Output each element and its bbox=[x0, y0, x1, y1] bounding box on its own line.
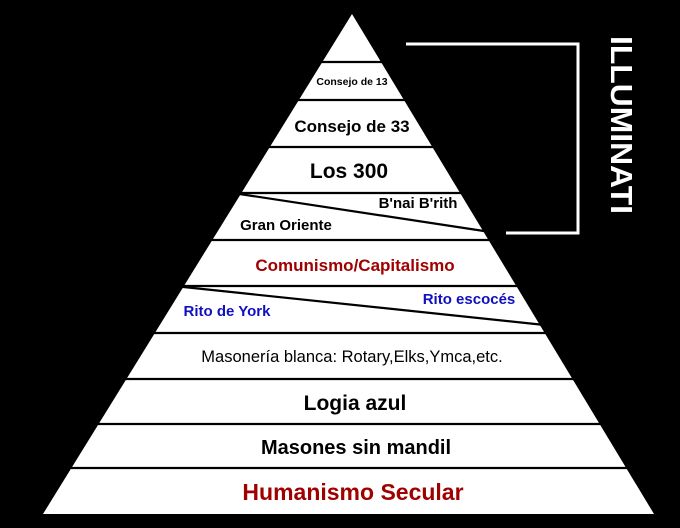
level-masoneria-blanca: Masonería blanca: Rotary,Elks,Ymca,etc. bbox=[201, 348, 502, 366]
level-logia-azul: Logia azul bbox=[304, 392, 407, 415]
divider-diag-2 bbox=[173, 284, 555, 328]
level-los-300: Los 300 bbox=[310, 160, 388, 183]
divider-diag-1 bbox=[232, 191, 498, 235]
level-dividers bbox=[62, 60, 641, 470]
level-gran-oriente: Gran Oriente bbox=[240, 217, 332, 234]
pyramid-body bbox=[43, 14, 654, 514]
illuminati-bracket bbox=[406, 42, 580, 235]
level-humanismo-secular: Humanismo Secular bbox=[242, 479, 463, 505]
bracket-line bbox=[406, 42, 580, 235]
level-consejo-33: Consejo de 33 bbox=[294, 117, 409, 136]
level-comunismo-capitalismo: Comunismo/Capitalismo bbox=[255, 256, 454, 275]
bracket-label: ILLUMINATI bbox=[604, 36, 639, 214]
level-consejo-13: Consejo de 13 bbox=[316, 76, 387, 88]
level-bnai-brith: B'nai B'rith bbox=[379, 195, 458, 212]
level-rito-escoces: Rito escocés bbox=[423, 291, 516, 308]
level-rito-de-york: Rito de York bbox=[184, 303, 272, 320]
level-masones-sin-mandil: Masones sin mandil bbox=[261, 437, 451, 459]
level-labels: Consejo de 13 Consejo de 33 Los 300 B'na… bbox=[184, 76, 516, 505]
